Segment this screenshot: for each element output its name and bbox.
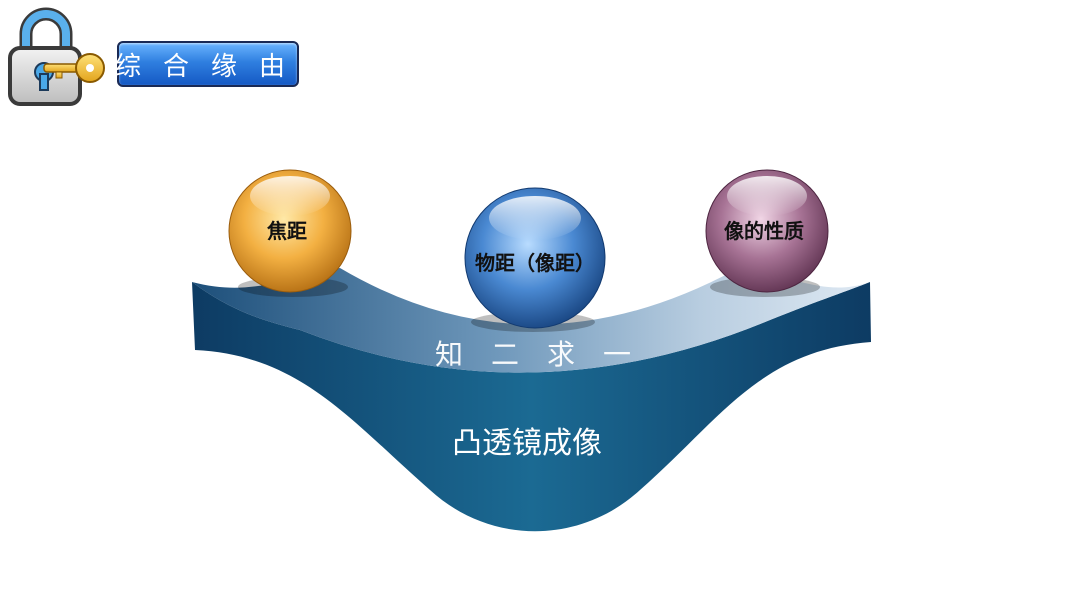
main-label: 凸透镜成像 (452, 426, 602, 461)
ball-label-focal-length: 焦距 (267, 219, 307, 243)
ball-label-object-distance: 物距（像距） (475, 251, 595, 275)
main-curve-body (192, 282, 871, 532)
ball-object-distance: 物距（像距） (464, 187, 606, 329)
band-label: 知 二 求 一 (435, 338, 631, 371)
ball-focal-length: 焦距 (228, 169, 352, 293)
ball-label-image-properties: 像的性质 (724, 219, 804, 243)
ball-image-properties: 像的性质 (705, 169, 829, 293)
page-title: 综合缘由 (115, 51, 308, 82)
curve-band (192, 268, 870, 373)
lock-key-icon (8, 7, 105, 106)
title-badge: 综合缘由 (115, 41, 299, 87)
